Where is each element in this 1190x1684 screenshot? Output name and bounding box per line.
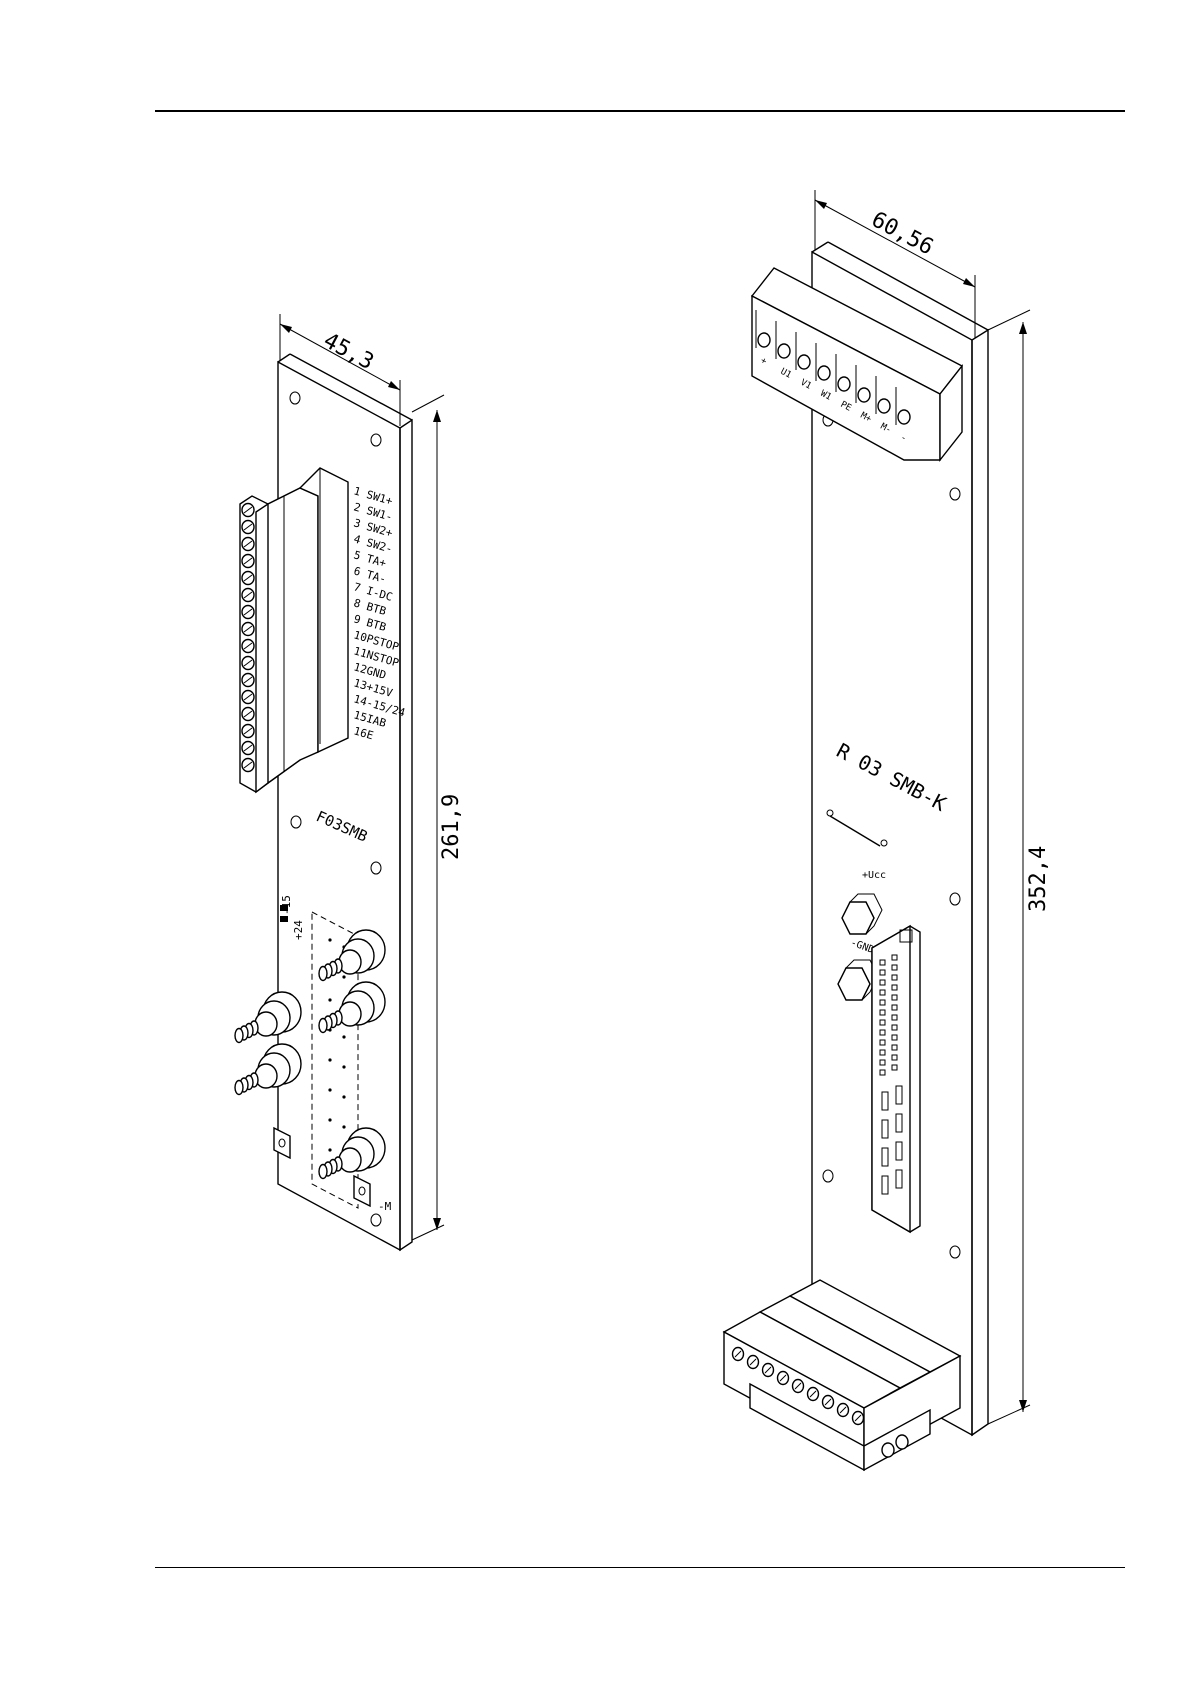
terminal-screw xyxy=(882,1443,894,1457)
side-label-plus24: +24 xyxy=(292,920,305,940)
grid-dot xyxy=(328,1058,331,1061)
post-collar xyxy=(339,1002,361,1026)
post-collar xyxy=(255,1012,277,1036)
binding-post xyxy=(235,992,301,1043)
left-width-label: 45,3 xyxy=(319,328,378,375)
grid-dot xyxy=(342,1125,345,1128)
marker-label-m: -M xyxy=(378,1200,392,1213)
left-width-dimension xyxy=(280,314,400,426)
terminal-screw xyxy=(818,366,830,380)
right-height-dimension xyxy=(988,310,1030,1424)
grid-dot xyxy=(342,1065,345,1068)
left-terminal-labels: 1 SW1+ 2 SW1- 3 SW2+ 4 SW2- 5 TA+ 6 TA- … xyxy=(352,484,407,742)
left-module: 45,3 261,9 1 SW1+ 2 SW1- 3 SW2+ 4 SW2- 5 xyxy=(235,314,464,1250)
terminal-screw xyxy=(778,344,790,358)
grid-dot xyxy=(328,1118,331,1121)
grid-dot xyxy=(342,975,345,978)
post-collar xyxy=(339,950,361,974)
terminal-label: 16E xyxy=(352,724,375,742)
binding-post xyxy=(319,1128,385,1179)
post-thread xyxy=(319,967,327,981)
post-thread xyxy=(319,1019,327,1033)
ucc-label: +Ucc xyxy=(862,870,886,881)
terminal-screw xyxy=(838,377,850,391)
right-top-terminal-block xyxy=(752,268,962,460)
hex-nut-ucc xyxy=(842,894,882,934)
grid-dot xyxy=(328,1148,331,1151)
grid-dot xyxy=(328,998,331,1001)
post-thread xyxy=(319,1165,327,1179)
terminal-screw xyxy=(858,388,870,402)
terminal-screw xyxy=(878,399,890,413)
post-collar xyxy=(339,1148,361,1172)
terminal-screw xyxy=(896,1435,908,1449)
left-lug-bottom-left xyxy=(274,1128,290,1158)
left-lug-bottom-right xyxy=(354,1176,370,1206)
right-module-name: R 03 SMB-K xyxy=(833,738,951,816)
right-height-label: 352,4 xyxy=(1026,846,1051,912)
binding-post xyxy=(319,982,385,1033)
terminal-screw xyxy=(898,410,910,424)
grid-dot xyxy=(342,1095,345,1098)
marker-block xyxy=(280,905,288,911)
post-collar xyxy=(255,1064,277,1088)
terminal-screw xyxy=(758,333,770,347)
left-height-label: 261,9 xyxy=(439,794,464,860)
post-thread xyxy=(235,1081,243,1095)
marker-block xyxy=(280,916,288,922)
right-module: 60,56 352,4 + U1 V1 W1 PE M+ M- - R xyxy=(724,190,1051,1470)
left-panel-edge xyxy=(400,420,412,1250)
right-width-label: 60,56 xyxy=(867,207,937,260)
right-panel-edge xyxy=(972,330,988,1435)
binding-post xyxy=(319,930,385,981)
left-module-name: F03SMB xyxy=(313,807,370,845)
grid-dot xyxy=(342,1035,345,1038)
post-thread xyxy=(235,1029,243,1043)
binding-post xyxy=(235,1044,301,1095)
left-terminal-block xyxy=(240,468,348,792)
grid-dot xyxy=(328,1088,331,1091)
terminal-screw xyxy=(798,355,810,369)
jumper-wire xyxy=(827,810,887,846)
binding-posts xyxy=(235,930,385,1179)
grid-dot xyxy=(328,938,331,941)
right-bottom-terminal-block xyxy=(724,1280,960,1470)
